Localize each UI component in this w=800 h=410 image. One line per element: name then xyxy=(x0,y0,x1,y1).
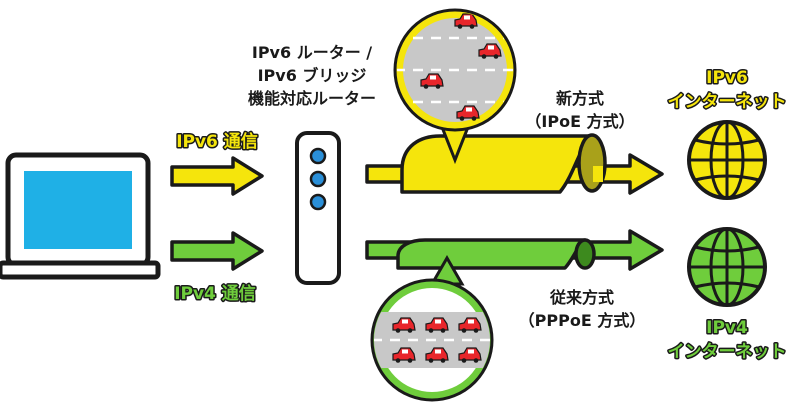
ipv6-tunnel xyxy=(365,133,664,195)
ipv6-internet-label-line2: インターネット xyxy=(668,92,787,112)
ipv4-globe-icon xyxy=(687,227,767,307)
router-label-line3: 機能対応ルーター xyxy=(248,89,376,108)
router-label-line1: IPv6 ルーター / xyxy=(252,43,372,62)
ipv4-tunnel xyxy=(365,229,664,271)
ipv6-globe-icon xyxy=(687,120,767,200)
old-method-label-line1: 従来方式 xyxy=(549,288,614,307)
old-method-label-line2: （PPPoE 方式） xyxy=(519,311,646,330)
ipv4-arrow-left xyxy=(170,231,264,271)
ipv6-internet-label-line1: IPv6 xyxy=(706,68,748,88)
router-icon xyxy=(295,131,341,285)
new-method-label-line2: （IPoE 方式） xyxy=(525,112,634,131)
ipv4-internet-label-line2: インターネット xyxy=(668,342,787,362)
ipv4-traffic-label: IPv4 通信 xyxy=(174,283,256,304)
ipv4-internet-label-line1: IPv4 xyxy=(706,318,748,338)
ipv6-traffic-label: IPv6 通信 xyxy=(176,131,258,152)
pppoe-traffic-bubble xyxy=(370,254,494,402)
ipv6-arrow-left xyxy=(170,156,264,196)
ipoe-traffic-bubble xyxy=(393,8,517,165)
router-label-line2: IPv6 ブリッジ xyxy=(258,66,367,85)
laptop-icon xyxy=(0,152,161,280)
new-method-label-line1: 新方式 xyxy=(556,89,604,108)
